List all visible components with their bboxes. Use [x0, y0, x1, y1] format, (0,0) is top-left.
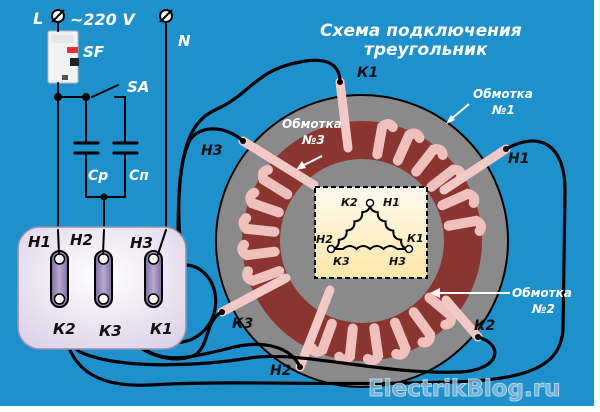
lead-k1: [335, 77, 353, 153]
winding-2-number: №2: [531, 302, 555, 316]
switch-lever: [91, 84, 119, 98]
coil-turn: [237, 239, 280, 261]
winding-3-label: Обмотка: [282, 117, 342, 131]
coil-turn: [372, 119, 398, 160]
delta-node-left: [326, 244, 336, 254]
terminal-k1-label: К1: [150, 320, 173, 338]
delta-node-top: [365, 198, 375, 208]
coil-turn: [411, 144, 448, 177]
terminal-k2-label: К2: [53, 320, 76, 338]
lead-h3-label: Н3: [201, 143, 222, 159]
terminal-h3-label: Н3: [130, 234, 153, 252]
lead-h2: [295, 285, 335, 372]
supply-circuit: L ~220 V N SF SA: [33, 9, 191, 236]
delta-k1-label: К1: [407, 232, 424, 245]
winding-1-label: Обмотка: [473, 87, 533, 101]
terminal-box: Н1 Н2 Н3 К2 К3 К1: [17, 226, 187, 350]
run-capacitor-label: Ср: [88, 168, 108, 184]
lead-k1-label: К1: [357, 65, 378, 81]
coil-turn: [437, 188, 480, 211]
delta-h2-label: Н2: [316, 233, 333, 246]
coil-turn: [245, 187, 284, 218]
lead-k3: [217, 273, 291, 317]
breaker-label: SF: [83, 43, 105, 61]
coil-turn: [242, 266, 285, 286]
delta-k2-label: К2: [341, 196, 358, 209]
coil-turn: [306, 318, 337, 357]
delta-h3-label: Н3: [389, 255, 406, 268]
lead-h3: [238, 136, 319, 190]
neutral-terminal-icon: [159, 9, 173, 23]
terminal-bar-3: [144, 250, 163, 308]
lead-h1: [439, 144, 511, 195]
lead-k3-label: К3: [232, 316, 253, 332]
coil-turn: [424, 292, 457, 330]
terminal-h2-label: Н2: [70, 231, 93, 249]
coil-turn: [408, 307, 436, 348]
lead-h1-label: Н1: [508, 151, 529, 167]
winding-3-number: №3: [301, 133, 325, 147]
delta-inset: К2 Н1 Н2 К1 К3 Н3: [314, 186, 428, 279]
winding-1-arrow-icon: [449, 103, 470, 121]
winding-3-arrow-icon: [301, 155, 323, 167]
coil-turn: [238, 213, 280, 237]
switch-label: SA: [127, 78, 149, 96]
line-terminal-icon: [51, 9, 65, 23]
coil-turn: [362, 323, 384, 366]
lead-labels: К1 Н1 Н3 К3 Н2 К2: [201, 65, 529, 379]
terminal-k3-label: К3: [99, 322, 122, 340]
neutral-label: N: [178, 32, 191, 50]
delta-node-right: [404, 244, 414, 254]
title-line-1: Схема подключения: [320, 21, 522, 41]
delta-coils-icon: [330, 202, 410, 251]
terminal-bar-2: [94, 250, 113, 308]
start-capacitor-label: Сп: [129, 168, 149, 184]
terminal-bar-1: [50, 250, 69, 308]
title-line-2: треугольник: [364, 40, 488, 60]
delta-h1-label: Н1: [383, 196, 400, 209]
lead-k2: [441, 295, 483, 342]
winding-coils: [217, 77, 511, 372]
lead-h2-label: Н2: [270, 363, 291, 379]
winding-callouts: Обмотка №1 Обмотка №3 Обмотка №2: [282, 87, 572, 316]
coil-turn: [334, 323, 358, 365]
voltage-label: ~220 V: [70, 10, 136, 29]
terminal-h1-label: Н1: [28, 233, 51, 251]
winding-2-label: Обмотка: [512, 286, 572, 300]
delta-k3-label: К3: [333, 255, 350, 268]
coil-turn: [389, 317, 411, 360]
coil-turn: [392, 128, 425, 166]
winding-1-number: №1: [491, 103, 515, 117]
terminal-wire-stubs: [57, 229, 167, 255]
line-label: L: [33, 9, 43, 28]
watermark: ElectrikBlog.ru: [368, 376, 560, 402]
coil-turn: [257, 164, 293, 200]
circuit-breaker-icon: [47, 30, 79, 84]
coil-turn: [443, 215, 487, 237]
lead-k2-label: К2: [474, 318, 495, 334]
